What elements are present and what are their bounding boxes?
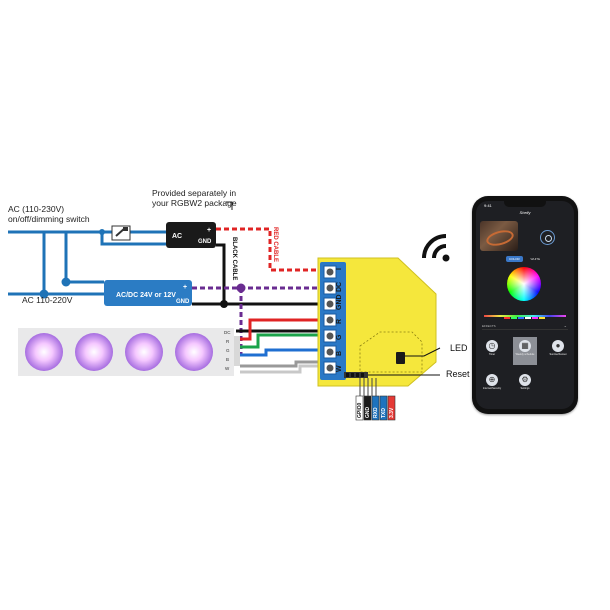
globe-icon: ⊕ (486, 374, 498, 386)
power-toggle[interactable] (540, 230, 555, 245)
junction-node (236, 283, 246, 293)
header-pin-label: RXD (373, 407, 379, 418)
svg-text:B: B (336, 351, 343, 356)
power-icon (545, 235, 552, 242)
led-strip (18, 328, 240, 376)
svg-text:GND: GND (198, 239, 212, 245)
purple-cable (192, 286, 326, 356)
effects-dropdown[interactable]: EFFECTS ⌄ (482, 323, 568, 330)
wall-switch-icon (111, 225, 131, 241)
header-pin-rxd (371, 395, 380, 421)
header-pin-gnd (363, 395, 372, 421)
note-bracket (226, 201, 233, 210)
sunrise-icon: ● (552, 340, 564, 352)
tab-white[interactable]: WHITE (530, 257, 541, 261)
rgb-led (175, 333, 213, 371)
header-pin-label: 3.3V (389, 407, 395, 418)
app-header: Shelly (476, 208, 574, 218)
svg-text:R: R (226, 339, 230, 344)
svg-text:+: + (207, 227, 211, 234)
rgb-led (25, 333, 63, 371)
gear-icon: ⚙ (519, 374, 531, 386)
ac-adapter: AC GND + (166, 222, 216, 248)
svg-text:AC/DC 24V or 12V: AC/DC 24V or 12V (116, 292, 176, 299)
svg-text:W: W (225, 366, 230, 371)
calendar-icon: ▦ (519, 340, 531, 352)
svg-text:G: G (226, 348, 230, 353)
svg-text:+: + (183, 284, 187, 291)
junction-node (39, 289, 49, 299)
header-pin-label: GND (365, 407, 371, 419)
svg-text:R: R (336, 319, 343, 324)
black-cable (192, 243, 326, 306)
ac-switch-label-2: on/off/dimming switch (8, 214, 90, 224)
tile-weekly-schedule[interactable]: ▦Weekly schedule (513, 337, 537, 365)
reset-label: Reset button (446, 369, 497, 379)
effects-label: EFFECTS (482, 324, 496, 328)
header-pin-gpio0 (355, 395, 364, 421)
terminal-labels: I DC GND R G B W (336, 268, 343, 372)
swatch[interactable] (504, 315, 510, 319)
brightness-slider[interactable] (484, 315, 566, 317)
tile-sunrise-sunset[interactable]: ●Sunrise/Sunset (549, 340, 567, 356)
power-supply: AC/DC 24V or 12V GND + (104, 280, 192, 306)
led-coil-image (484, 227, 516, 249)
tile-timer[interactable]: ◷Timer (480, 337, 504, 365)
mains-wiring (8, 230, 166, 296)
svg-text:GND: GND (176, 299, 190, 305)
led-callout-line (405, 347, 441, 357)
svg-text:G: G (336, 334, 343, 340)
svg-text:GND: GND (336, 294, 343, 310)
led-label: LED (450, 343, 468, 353)
svg-text:B: B (226, 357, 229, 362)
swatch[interactable] (518, 315, 524, 319)
color-wheel[interactable] (507, 267, 541, 301)
svg-text:I: I (336, 268, 343, 270)
ac-switch-label: AC (110-230V) (8, 204, 64, 214)
tab-color[interactable]: COLOR (506, 256, 523, 262)
header-pin-label: TXD (381, 408, 387, 418)
junction-node (220, 300, 228, 308)
app-title: Shelly (519, 210, 531, 215)
red-cable-label: RED CABLE (272, 227, 278, 262)
junction-node (99, 229, 105, 235)
red-cable (216, 227, 326, 272)
swatch[interactable] (532, 315, 538, 319)
swatch[interactable] (539, 315, 545, 319)
mains-label: AC 110-220V (22, 295, 73, 305)
rgbw2-device: I DC GND R G B W (317, 257, 437, 387)
feature-grid: ◷Timer ▦Weekly schedule ●Sunrise/Sunset … (476, 333, 574, 409)
svg-text:AC: AC (172, 233, 182, 240)
mode-tabs: COLOR WHITE (506, 256, 547, 262)
rgb-led (75, 333, 113, 371)
chevron-down-icon: ⌄ (563, 323, 567, 328)
strip-wires (236, 318, 326, 374)
wifi-icon (422, 234, 450, 262)
phone-notch (504, 201, 546, 207)
swatch[interactable] (525, 315, 531, 319)
svg-text:DC: DC (336, 282, 343, 292)
tile-settings[interactable]: ⚙Settings (519, 374, 531, 390)
tile-internet-security[interactable]: ⊕Internet/Security (482, 374, 502, 390)
provided-note-2: your RGBW2 package (152, 198, 237, 208)
header-pin-label: GPIO0 (357, 402, 363, 418)
color-swatches (504, 306, 546, 324)
led-indicator (396, 352, 405, 364)
strip-pin-labels: DC R G B W (224, 330, 231, 371)
swatch[interactable] (511, 315, 517, 319)
header-pin-33v (387, 395, 396, 421)
junction-node (61, 277, 71, 287)
rgb-led (125, 333, 163, 371)
phone-screen: 9:41 Shelly COLOR WHITE EFFECTS ⌄ ◷Timer … (476, 201, 574, 409)
device-photo (480, 221, 518, 251)
svg-text:W: W (336, 365, 343, 372)
clock-icon: ◷ (486, 340, 498, 352)
header-pin-txd (379, 395, 388, 421)
status-time: 9:41 (484, 203, 492, 208)
provided-note: Provided separately in (152, 188, 236, 198)
svg-text:DC: DC (224, 330, 231, 335)
black-cable-label: BLACK CABLE (231, 237, 237, 280)
